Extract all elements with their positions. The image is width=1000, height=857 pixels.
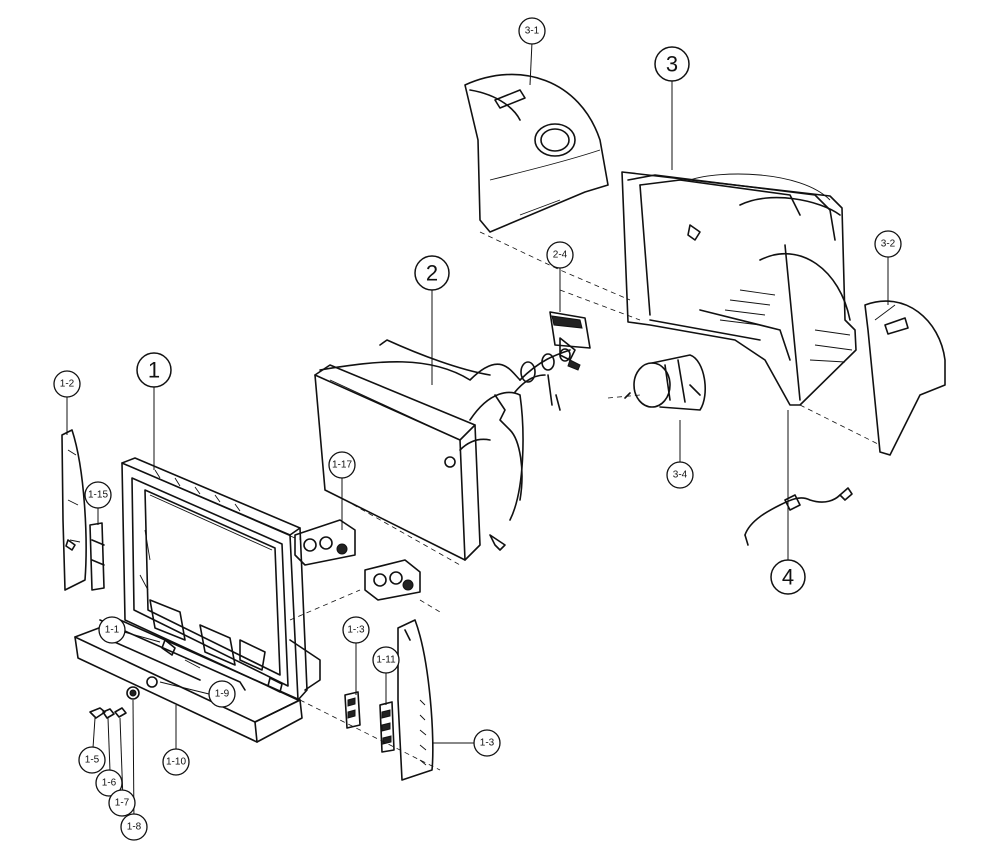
callout-1-6: 1-6 [95,769,123,797]
callout-1-10-label: 1-10 [166,757,186,768]
callout-1-2: 1-2 [53,370,81,398]
callout-1-1: 1-1 [98,616,126,644]
rear-cabinet [621,171,857,406]
callout-1-13-label: 1-:3 [347,625,365,636]
callout-4-label: 4 [782,565,794,590]
assembly-lines [289,231,881,771]
callout-2-label: 2 [426,261,438,286]
callout-1-6-label: 1-6 [102,778,117,789]
callout-3-2-label: 3-2 [881,239,896,250]
callout-1-label: 1 [148,358,160,383]
callout-1-13: 1-:3 [342,616,370,644]
front-cabinet [121,457,321,701]
knob-buttons [89,686,140,719]
callout-1-10: 1-10 [162,748,190,776]
callout-2-4: 2-4 [546,241,574,269]
callout-3-4: 3-4 [666,461,694,489]
callout-3-4-label: 3-4 [673,470,688,481]
callout-2: 2 [414,255,450,291]
callout-3: 3 [654,46,690,82]
callout-1-5-label: 1-5 [85,755,100,766]
callout-1-17-label: 1-17 [332,460,352,471]
callout-3-1-label: 3-1 [525,26,540,37]
picture-tube [314,339,571,561]
power-cord [744,487,853,546]
callout-1-8-label: 1-8 [127,822,142,833]
callout-3-2: 3-2 [874,230,902,258]
callout-1-3-label: 1-3 [480,738,495,749]
callout-1-7-label: 1-7 [115,798,130,809]
crt-socket-board [547,311,591,411]
callout-1-11: 1-11 [372,646,400,674]
deflection-yoke [624,354,706,411]
callout-1-2-label: 1-2 [60,379,75,390]
callout-1-11-label: 1-11 [376,655,396,666]
left-bracket [61,429,87,591]
bracket-1-15 [89,522,105,591]
callout-1-3: 1-3 [473,729,501,757]
callout-1-8: 1-8 [120,813,148,841]
control-board [344,691,395,753]
leader-lines [66,41,889,826]
callout-1-17: 1-17 [328,451,356,479]
callout-1-9: 1-9 [208,680,236,708]
callout-1: 1 [136,352,172,388]
callout-3-1: 3-1 [518,17,546,45]
callout-1-9-label: 1-9 [215,689,230,700]
callout-2-4-label: 2-4 [553,250,568,261]
callout-1-15: 1-15 [84,481,112,509]
right-side-panel [397,619,434,781]
callout-1-5: 1-5 [78,746,106,774]
callout-1-15-label: 1-15 [88,490,108,501]
callout-1-1-label: 1-1 [105,625,120,636]
callout-4: 4 [770,559,806,595]
side-cover-right [864,300,946,456]
side-cover-left [464,73,609,233]
callout-3-label: 3 [666,52,678,77]
callout-1-7: 1-7 [108,789,136,817]
speaker-boxes [294,519,421,601]
